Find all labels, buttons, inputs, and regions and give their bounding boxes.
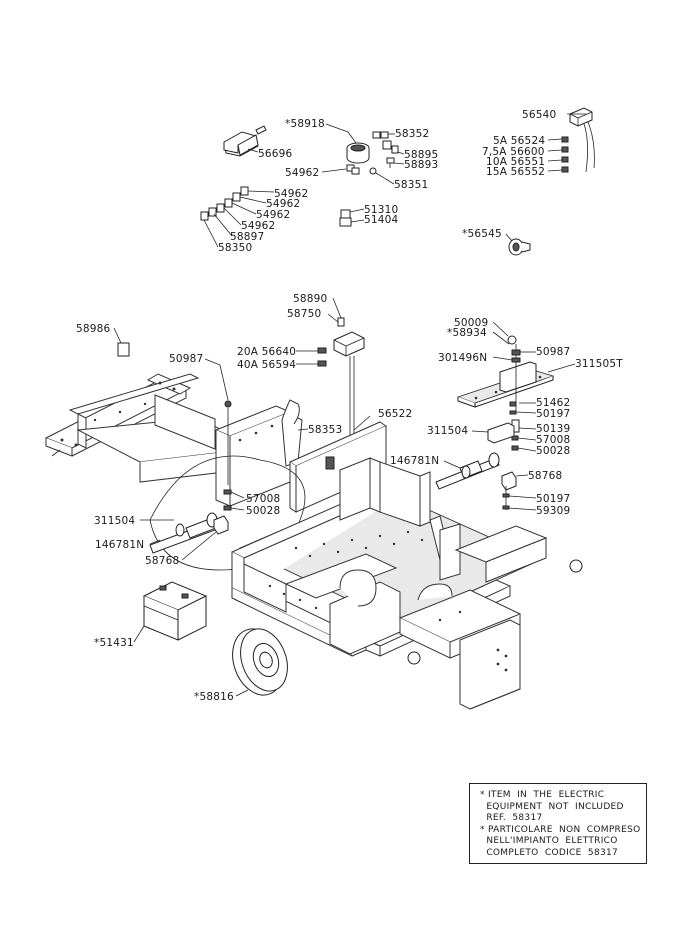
callout-56551: 10A 56551 [486, 156, 545, 168]
callout-51462: 51462 [536, 397, 570, 409]
callout-50987: 50987 [536, 346, 570, 358]
part-58893-bolt [386, 157, 405, 168]
callout-58918: *58918 [285, 118, 325, 130]
part-56545-buzzer [505, 233, 531, 256]
callout-58893: 58893 [404, 159, 438, 171]
note-line: * PARTICOLARE NON COMPRESO [480, 824, 641, 835]
callout-51310: 51310 [364, 204, 398, 216]
callout-54962: 54962 [256, 209, 290, 221]
callout-50009: 50009 [454, 317, 488, 329]
callout-54962: 54962 [285, 167, 319, 179]
callout-58895: 58895 [404, 149, 438, 161]
callout-50197: 50197 [536, 493, 570, 505]
part-54962-clip [321, 164, 360, 175]
callout-56524: 5A 56524 [493, 135, 545, 147]
callout-50197: 50197 [536, 408, 570, 420]
callout-58351: 58351 [394, 179, 428, 191]
callout-50987: 50987 [169, 353, 203, 365]
part-58890-58750-bracket [327, 297, 345, 327]
part-146781N-shaft-right [435, 452, 500, 490]
callout-56600: 7,5A 56600 [482, 146, 545, 158]
callout-146781N: 146781N [390, 455, 439, 467]
part-bolt-stack-right [492, 344, 537, 452]
callout-301496N: 301496N [438, 352, 487, 364]
callout-50028: 50028 [246, 505, 280, 517]
callout-54962: 54962 [266, 198, 300, 210]
part-311504-bracket-right [471, 422, 515, 444]
chassis-main [230, 457, 583, 710]
part-58895-relay [382, 140, 405, 155]
part-58352-connector [372, 131, 395, 139]
callout-311504: 311504 [427, 425, 468, 437]
callout-51404: 51404 [364, 214, 399, 226]
callout-57008: 57008 [246, 493, 280, 505]
part-56696-sensor [223, 125, 267, 157]
callout-51431: *51431 [94, 637, 134, 649]
part-51310-key-switch [339, 208, 365, 227]
frame-dash-uprights [214, 399, 388, 513]
part-56540-fuse-holder [567, 107, 595, 173]
callout-56522: 56522 [378, 408, 412, 420]
callout-59309: 59309 [536, 505, 570, 517]
note-line: * ITEM IN THE ELECTRIC [480, 790, 605, 800]
callout-56640: 20A 56640 [237, 346, 296, 358]
frame-front-left [44, 373, 260, 483]
callout-56552: 15A 56552 [486, 166, 545, 178]
callout-58816: *58816 [194, 691, 234, 703]
part-58351-screw [369, 167, 395, 185]
callout-54962: 54962 [241, 220, 275, 232]
callout-58934: *58934 [447, 327, 487, 339]
callout-56594: 40A 56594 [237, 359, 296, 371]
note-line: REF. 58317 [480, 813, 543, 824]
callout-54962: 54962 [274, 188, 308, 200]
part-switch-cluster [200, 186, 275, 248]
callout-146781N: 146781N [95, 539, 144, 551]
callout-58890: 58890 [293, 293, 327, 305]
part-146781N-shaft-left [140, 512, 224, 554]
note-line: NELL'IMPIANTO ELETTRICO [480, 836, 618, 847]
callout-57008: 57008 [536, 434, 570, 446]
callout-58750: 58750 [287, 308, 321, 320]
callout-50139: 50139 [536, 423, 570, 435]
callout-58986: 58986 [76, 323, 111, 335]
part-58986-relay [113, 327, 130, 357]
callout-labels: *58918 58352 58895 58893 54962 58351 566… [76, 109, 623, 703]
callout-58352: 58352 [395, 128, 429, 140]
callout-58897: 58897 [230, 231, 264, 243]
part-51431-battery [133, 581, 208, 643]
part-58768-clamp-right [501, 471, 537, 511]
callout-56696: 56696 [258, 148, 293, 160]
callout-311504: 311504 [94, 515, 135, 527]
part-58816-wheel-hub [232, 628, 288, 697]
part-fuse-block-main [296, 331, 365, 367]
callout-58353: 58353 [308, 424, 342, 436]
callout-58768: 58768 [528, 470, 562, 482]
part-311505T-plate [456, 361, 576, 408]
part-58768-clamp-left [181, 515, 229, 561]
callout-58350: 58350 [218, 242, 252, 254]
callout-50028: 50028 [536, 445, 570, 457]
part-50009-nut [492, 321, 517, 345]
callout-56540: 56540 [522, 109, 556, 121]
callout-56545: *56545 [462, 228, 502, 240]
part-bolt-stack-left [149, 358, 306, 571]
part-58918-horn [325, 123, 370, 164]
callout-58768: 58768 [145, 555, 179, 567]
note-line: COMPLETO CODICE 58317 [480, 847, 619, 858]
note-line: EQUIPMENT NOT INCLUDED [480, 801, 624, 812]
note-box: * ITEM IN THE ELECTRIC EQUIPMENT NOT INC… [469, 783, 647, 864]
part-fuses [547, 136, 569, 173]
callout-311505T: 311505T [575, 358, 623, 370]
